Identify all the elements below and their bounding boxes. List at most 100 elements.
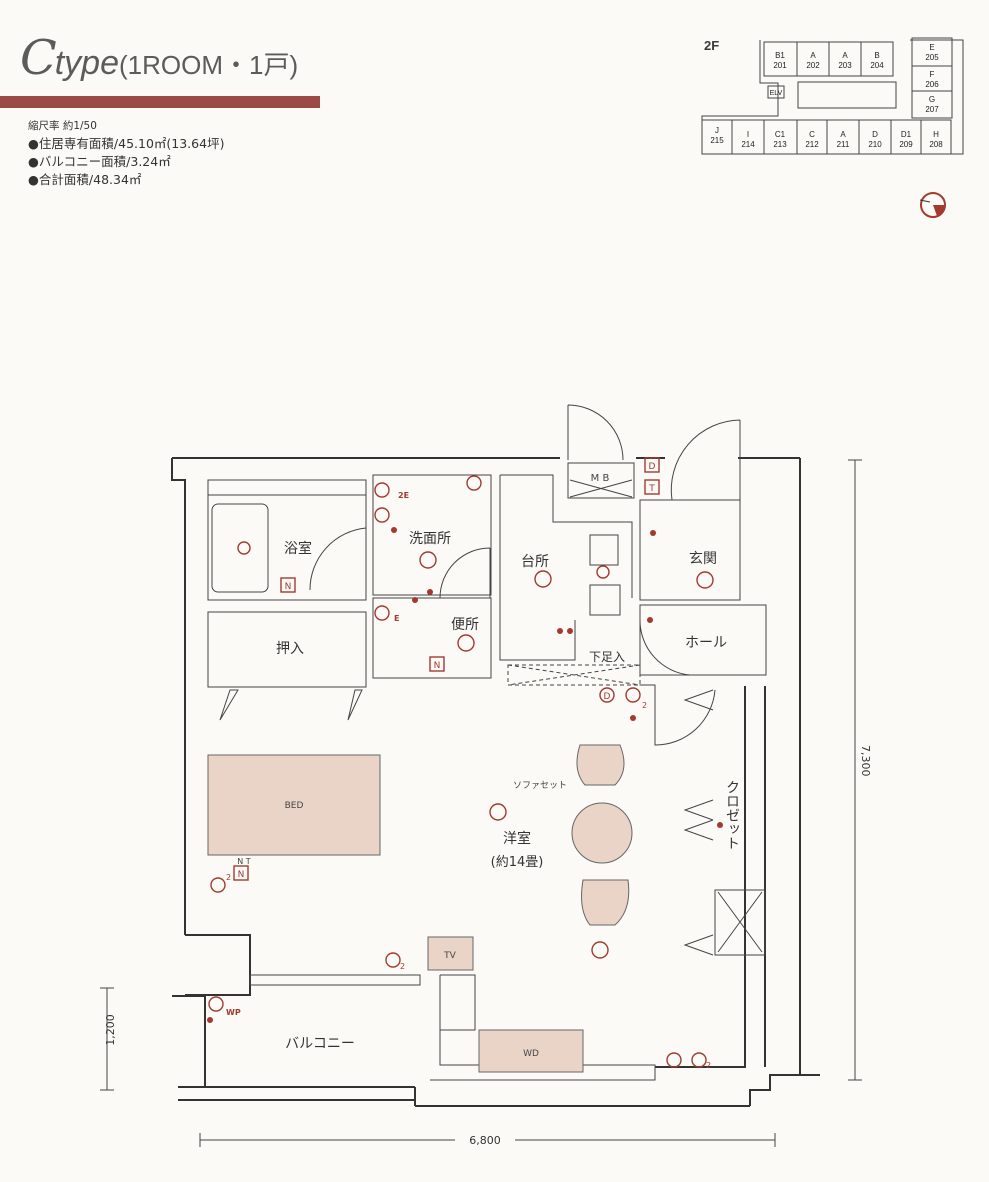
- light-icon: [489, 803, 507, 821]
- n-symbol-label: N: [285, 582, 292, 592]
- room-mb: M B: [591, 473, 610, 484]
- total-area: ●合計面積/48.34㎡: [28, 172, 142, 187]
- outlet-icon: [208, 996, 224, 1012]
- two-label: 2: [226, 873, 231, 882]
- keyplan-unit-type: G: [929, 95, 935, 104]
- keyplan: B1 201 A 202 A 203 B 204 E 205 F 206 G 2…: [701, 37, 964, 155]
- n-symbol-label: N: [434, 661, 441, 671]
- dim-height: 7,300: [859, 745, 872, 777]
- keyplan-unit-room: 202: [806, 61, 820, 70]
- d-symbol-label: D: [649, 462, 656, 472]
- title-letter: C: [20, 30, 57, 86]
- room-western: 洋室: [503, 830, 531, 847]
- keyplan-unit-room: 201: [773, 61, 787, 70]
- keyplan-unit-type: A: [810, 51, 816, 60]
- keyplan-unit-room: 204: [870, 61, 884, 70]
- keyplan-unit-room: 211: [837, 140, 850, 149]
- dim-balcony: 1,200: [104, 1014, 117, 1046]
- keyplan-unit-type: B1: [775, 51, 785, 60]
- room-closet: クロゼット: [724, 780, 740, 850]
- tv: [427, 936, 474, 971]
- two-label: 2: [706, 1061, 711, 1070]
- keyplan-unit-type: B: [874, 51, 879, 60]
- outlet-icon: [374, 482, 390, 498]
- title-accent-bar: [0, 96, 320, 108]
- keyplan-elv: ELV: [770, 90, 783, 97]
- keyplan-unit-type: D: [872, 130, 878, 139]
- living-area: ●住居専有面積/45.10㎡(13.64坪): [28, 136, 225, 151]
- wp-label: WP: [226, 1008, 241, 1017]
- outlet-icon: [374, 605, 390, 621]
- scale-label: 縮尺率 約1/50: [28, 120, 97, 132]
- keyplan-unit-room: 210: [868, 140, 882, 149]
- keyplan-unit-room: 215: [710, 136, 724, 145]
- keyplan-unit-room: 205: [925, 53, 939, 62]
- keyplan-unit-type: H: [933, 130, 939, 139]
- n-symbol-label: N: [238, 870, 245, 880]
- wd-label: WD: [523, 1049, 539, 1059]
- two-label: 2: [642, 701, 647, 710]
- keyplan-unit-type: D1: [901, 130, 912, 139]
- outlet-icon: [466, 475, 482, 491]
- sofa-chair: [581, 879, 630, 926]
- keyplan-unit-room: 207: [925, 105, 939, 114]
- room-bath: 浴室: [284, 540, 312, 557]
- keyplan-unit-room: 214: [741, 140, 755, 149]
- title-type: type: [54, 44, 119, 82]
- room-toilet: 便所: [451, 617, 479, 633]
- keyplan-unit-type: C1: [775, 130, 786, 139]
- north-compass-icon: [919, 192, 946, 218]
- room-western-size: (約14畳): [491, 855, 544, 870]
- stove-icon: [596, 565, 610, 579]
- keyplan-unit-room: 213: [773, 140, 787, 149]
- room-kitchen: 台所: [521, 554, 549, 570]
- keyplan-unit-type: C: [809, 130, 815, 139]
- keyplan-unit-type: I: [747, 130, 749, 139]
- doors: [309, 404, 741, 746]
- bed: [207, 754, 381, 856]
- dimension-lines: 7,300 1,200 6,800: [100, 459, 872, 1147]
- light-icon: [696, 571, 714, 589]
- bath-light-icon: [237, 541, 251, 555]
- room-balcony: バルコニー: [285, 1036, 355, 1052]
- outlet-icon: [666, 1052, 682, 1068]
- keyplan-unit-room: 208: [929, 140, 943, 149]
- keyplan-floor: 2F: [704, 38, 720, 53]
- keyplan-top-row: [763, 41, 894, 77]
- t-symbol-label: T: [648, 484, 655, 494]
- sofa-chair: [576, 744, 625, 786]
- room-washroom: 洗面所: [409, 531, 451, 547]
- plan-title: Ctype(1ROOM・1戸): [20, 30, 298, 86]
- keyplan-unit-type: A: [840, 130, 846, 139]
- outlet-icon: [385, 952, 401, 968]
- keyplan-unit-type: E: [929, 43, 934, 52]
- keyplan-unit-room: 209: [899, 140, 913, 149]
- keyplan-unit-type: F: [930, 70, 935, 79]
- light-icon: [457, 634, 475, 652]
- keyplan-unit-type: J: [715, 126, 719, 135]
- keyplan-unit-room: 203: [838, 61, 852, 70]
- bed-label: BED: [285, 801, 304, 811]
- dim-width: 6,800: [469, 1134, 501, 1147]
- two-label: 2: [400, 962, 405, 971]
- tv-label: TV: [443, 951, 456, 961]
- washer-dryer: [478, 1029, 584, 1073]
- keyplan-unit-room: 206: [925, 80, 939, 89]
- outlet-icon: [691, 1052, 707, 1068]
- room-entrance: 玄関: [689, 550, 717, 567]
- nt-label: N T: [237, 857, 251, 866]
- sofa-label: ソファセット: [513, 780, 567, 791]
- outlet-icon: [374, 507, 390, 523]
- light-icon: [591, 941, 609, 959]
- specs-block: 縮尺率 約1/50 ●住居専有面積/45.10㎡(13.64坪) ●バルコニー面…: [28, 117, 224, 189]
- keyplan-unit-room: 212: [805, 140, 819, 149]
- n-symbol: [280, 577, 296, 593]
- outlet-icon: [625, 687, 641, 703]
- e-label: E: [394, 614, 399, 623]
- title-sub: (1ROOM・1戸): [119, 50, 299, 80]
- room-storage: 押入: [276, 641, 304, 657]
- light-icon: [419, 551, 437, 569]
- light-icon: [534, 570, 552, 588]
- balcony-area: ●バルコニー面積/3.24㎡: [28, 154, 171, 169]
- two-e-label: 2E: [398, 491, 409, 500]
